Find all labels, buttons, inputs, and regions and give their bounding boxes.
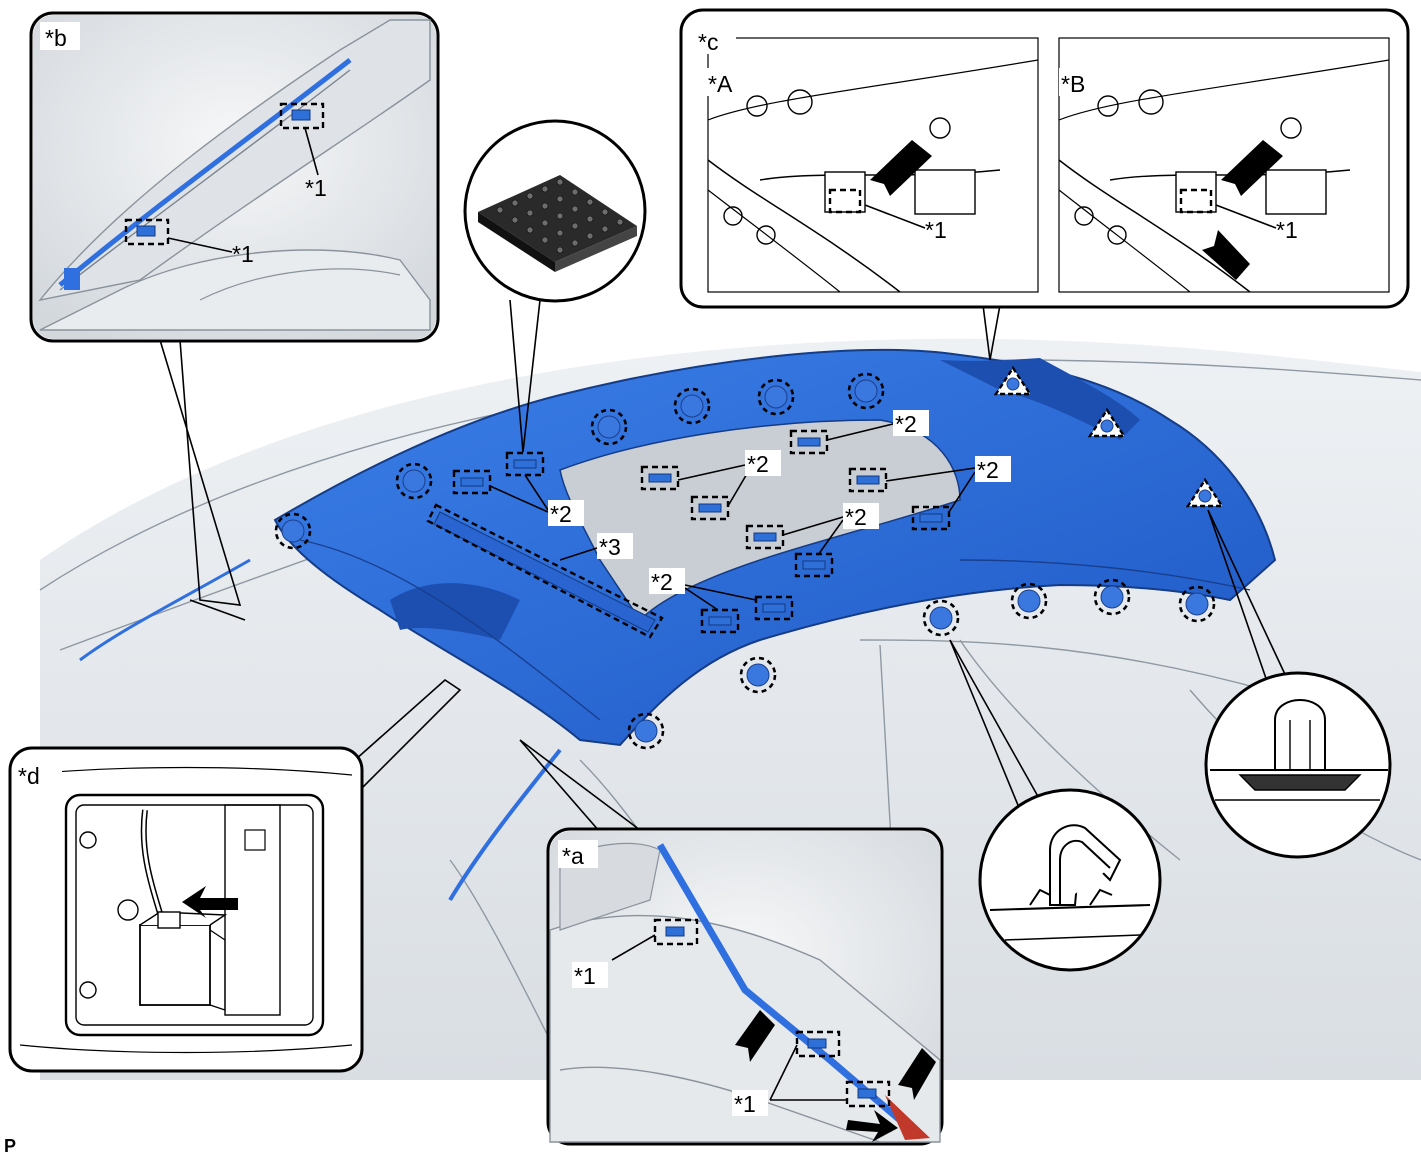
label-clip-2-b: *2	[745, 450, 781, 477]
clip-triangle-icon	[993, 365, 1033, 396]
inset-d: *d	[8, 678, 462, 1073]
tape-icon	[690, 495, 730, 521]
clip-icon	[395, 462, 433, 500]
label-clip-2-f: *2	[649, 568, 685, 595]
inset-b-title: *b	[40, 22, 80, 51]
tape-icon	[745, 524, 785, 550]
tape-icon	[789, 429, 829, 455]
clip-claw-icon	[1029, 824, 1122, 906]
inset-c-state-b: *B	[1059, 68, 1099, 97]
clip-triangle-icon	[1238, 698, 1362, 791]
clip-triangle-icon	[1087, 407, 1127, 438]
tape-strip-outline	[426, 503, 664, 639]
svg-text:*B: *B	[1061, 71, 1085, 97]
svg-text:*2: *2	[977, 457, 999, 483]
arrow-icon	[1202, 230, 1250, 280]
round-clip-detail	[949, 639, 1162, 972]
tape-icon	[794, 552, 834, 578]
label-clip-2-c: *2	[893, 410, 929, 437]
clip-icon	[673, 387, 711, 425]
main-leaders	[489, 423, 976, 611]
connector-icon	[1175, 171, 1217, 214]
tape-icon	[640, 465, 680, 491]
clip-icon	[845, 1080, 891, 1108]
tape-detail-callout	[463, 119, 647, 453]
inset-c-a-label-1: *1	[925, 217, 947, 243]
svg-text:*2: *2	[845, 504, 867, 530]
clip-group-round	[274, 372, 1216, 750]
svg-text:*1: *1	[574, 963, 596, 989]
inset-b-label-1b: *1	[232, 241, 254, 267]
inset-c: *1 *1 *c *A *B	[679, 8, 1410, 361]
clip-icon	[1093, 578, 1131, 616]
tape-group	[452, 429, 951, 634]
arrow-icon	[1221, 140, 1283, 196]
clip-icon	[795, 1030, 841, 1058]
svg-text:*2: *2	[550, 501, 572, 527]
clip-icon	[757, 378, 795, 416]
inset-d-title: *d	[14, 760, 62, 789]
clip-group-triangle	[993, 365, 1225, 508]
svg-text:*d: *d	[18, 763, 40, 789]
arrow-icon	[898, 1048, 936, 1100]
inset-c-panel-a: *1	[707, 37, 1039, 293]
svg-text:*2: *2	[651, 569, 673, 595]
clip-icon	[847, 372, 885, 410]
tape-icon	[452, 469, 492, 495]
inset-c-title: *c	[696, 26, 736, 55]
clip-icon	[279, 102, 325, 130]
svg-text:*c: *c	[698, 29, 718, 55]
clip-icon	[274, 512, 312, 550]
arrow-icon	[870, 140, 932, 196]
clip-icon	[922, 599, 960, 637]
inset-b: *b *1 *1	[29, 11, 440, 621]
svg-text:*2: *2	[895, 411, 917, 437]
tape-icon	[911, 505, 951, 531]
label-clip-2-e: *2	[843, 503, 879, 530]
clip-icon	[1010, 582, 1048, 620]
clip-icon	[627, 712, 665, 750]
clip-icon	[590, 408, 628, 446]
svg-text:*b: *b	[45, 25, 67, 51]
arrow-icon	[735, 1010, 775, 1062]
svg-text:*3: *3	[599, 534, 621, 560]
inset-a-label-1a: *1	[572, 962, 608, 989]
inset-c-b-label-1: *1	[1276, 217, 1298, 243]
svg-text:*1: *1	[734, 1091, 756, 1117]
svg-text:*a: *a	[562, 843, 584, 869]
inset-a-label-1b: *1	[732, 1090, 768, 1117]
svg-text:*A: *A	[708, 71, 733, 97]
connector-icon	[157, 911, 181, 929]
inset-a-title: *a	[558, 840, 598, 869]
inset-c-state-a: *A	[706, 68, 746, 97]
tape-icon	[700, 608, 740, 634]
label-clip-2-d: *2	[975, 456, 1011, 483]
clip-icon	[653, 918, 699, 946]
clip-triangle-icon	[1185, 477, 1225, 508]
inset-a: *a *1 *1	[519, 739, 944, 1146]
clip-icon	[739, 656, 777, 694]
tape-pad-detail	[478, 175, 637, 272]
tape-icon	[848, 467, 888, 493]
triangle-clip-detail	[1204, 509, 1392, 859]
svg-text:*2: *2	[747, 451, 769, 477]
arrow-icon	[846, 1110, 898, 1142]
clip-icon	[1178, 585, 1216, 623]
arrow-icon	[182, 886, 238, 918]
tape-icon	[754, 595, 794, 621]
label-strip-3: *3	[597, 533, 633, 560]
inset-c-panel-b: *1	[1058, 37, 1390, 293]
page-mark: P	[4, 1136, 16, 1156]
clip-icon	[124, 218, 170, 246]
inset-b-label-1a: *1	[305, 175, 327, 201]
main-labels: *2 *2 *2 *2 *2 *2 *3	[548, 410, 1011, 595]
label-clip-2-a: *2	[548, 500, 584, 527]
connector-icon	[824, 171, 866, 214]
